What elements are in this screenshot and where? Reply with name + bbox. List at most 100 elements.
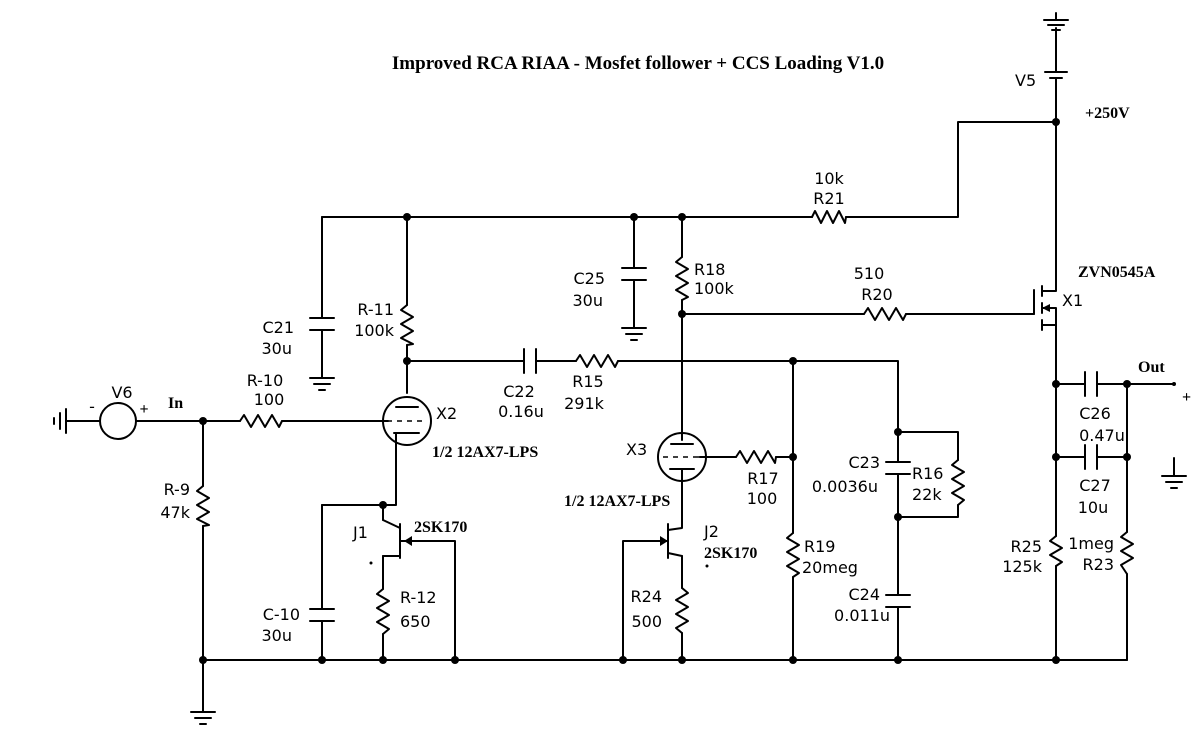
r24-value: 500 (631, 612, 662, 631)
triode-x3 (657, 432, 707, 482)
capacitor-c21 (309, 317, 335, 331)
resistor-r20 (863, 307, 907, 321)
resistor-r15 (575, 354, 619, 368)
ground-icon (621, 327, 647, 341)
x3-part: 1/2 12AX7-LPS (564, 493, 670, 510)
c24-value: 0.011u (834, 606, 890, 625)
j1-part: 2SK170 (414, 519, 467, 536)
c10-name: C-10 (263, 605, 300, 624)
r9-value: 47k (160, 503, 190, 522)
ground-icon (190, 711, 216, 725)
c22-value: 0.16u (498, 402, 544, 421)
r23-value: 1meg (1068, 534, 1114, 553)
x1-name: X1 (1062, 291, 1083, 310)
c25-value: 30u (573, 291, 604, 310)
capacitor-c23 (885, 461, 911, 475)
r19-name: R19 (804, 537, 835, 556)
schematic-title: Improved RCA RIAA - Mosfet follower + CC… (392, 53, 884, 74)
resistor-r11 (400, 304, 414, 346)
j2-part: 2SK170 (704, 545, 757, 562)
v6-plus: + (139, 401, 148, 418)
v6-name: V6 (111, 383, 132, 402)
resistor-r12 (376, 588, 390, 635)
r24-name: R24 (631, 587, 662, 606)
output-label: Out (1138, 359, 1165, 376)
r21-value: 10k (814, 169, 844, 188)
jfet-j1 (382, 519, 412, 559)
resistor-r19 (786, 532, 800, 578)
capacitor-c10 (309, 608, 335, 622)
r23-name: R23 (1083, 555, 1114, 574)
junction-dots (199, 118, 1131, 664)
r15-value: 291k (564, 394, 605, 413)
r25-value: 125k (1002, 557, 1043, 576)
resistor-r17 (735, 450, 777, 464)
c21-name: C21 (262, 318, 294, 337)
r11-name: R-11 (357, 300, 394, 319)
r10-value: 100 (254, 390, 285, 409)
ground-icon (53, 408, 67, 434)
supply-voltage: +250V (1085, 105, 1130, 122)
j1-name: J1 (352, 523, 368, 542)
capacitor-c27 (1084, 444, 1098, 470)
c23-name: C23 (848, 453, 880, 472)
r9-name: R-9 (164, 480, 190, 499)
ground-icon (309, 377, 335, 391)
r11-value: 100k (354, 321, 395, 340)
c21-value: 30u (262, 339, 293, 358)
x1-part: ZVN0545A (1078, 264, 1156, 281)
r21-name: R21 (813, 189, 844, 208)
capacitor-c22 (523, 348, 537, 374)
r15-name: R15 (572, 372, 603, 391)
battery-v5-symbol (1043, 12, 1069, 86)
c26-value: 0.47u (1079, 426, 1125, 445)
supply-name: V5 (1015, 71, 1036, 90)
resistor-r16 (951, 459, 965, 506)
r20-name: R20 (861, 285, 892, 304)
mosfet-x1 (1033, 285, 1057, 331)
resistor-r25 (1049, 535, 1063, 567)
r17-value: 100 (747, 489, 778, 508)
r16-value: 22k (912, 485, 942, 504)
r12-name: R-12 (400, 588, 437, 607)
wires (65, 84, 1175, 713)
r19-value: 20meg (802, 558, 858, 577)
c27-value: 10u (1078, 498, 1109, 517)
input-label: In (168, 395, 183, 412)
x2-name: X2 (436, 404, 457, 423)
r18-name: R18 (694, 260, 725, 279)
c24-name: C24 (848, 585, 880, 604)
r12-value: 650 (400, 612, 431, 631)
c25-name: C25 (573, 269, 605, 288)
resistor-r9 (196, 485, 210, 527)
resistor-r18 (675, 256, 689, 301)
capacitor-c25 (621, 267, 647, 281)
capacitor-c24 (885, 594, 911, 608)
resistor-r21 (811, 210, 847, 224)
jfet-j2 (659, 523, 683, 559)
r17-name: R17 (747, 469, 778, 488)
c22-name: C22 (503, 382, 535, 401)
output-plus: + (1182, 389, 1191, 406)
signal-source-v6 (99, 402, 137, 440)
j2-name: J2 (703, 522, 719, 541)
r20-value: 510 (854, 264, 885, 283)
r18-value: 100k (694, 279, 735, 298)
resistor-r23 (1120, 531, 1134, 575)
r25-name: R25 (1011, 537, 1042, 556)
capacitor-c26 (1084, 371, 1098, 397)
r16-name: R16 (912, 464, 943, 483)
c23-value: 0.0036u (812, 477, 878, 496)
triode-x2 (382, 396, 432, 446)
r10-name: R-10 (247, 371, 284, 390)
c27-name: C27 (1079, 476, 1111, 495)
output-terminal[interactable] (1172, 382, 1176, 386)
x2-part: 1/2 12AX7-LPS (432, 444, 538, 461)
c10-value: 30u (262, 626, 293, 645)
x3-name: X3 (626, 440, 647, 459)
v6-minus: - (89, 397, 95, 416)
ground-icon (1161, 457, 1187, 489)
resistor-r10 (239, 414, 283, 428)
resistor-r24 (675, 587, 689, 634)
